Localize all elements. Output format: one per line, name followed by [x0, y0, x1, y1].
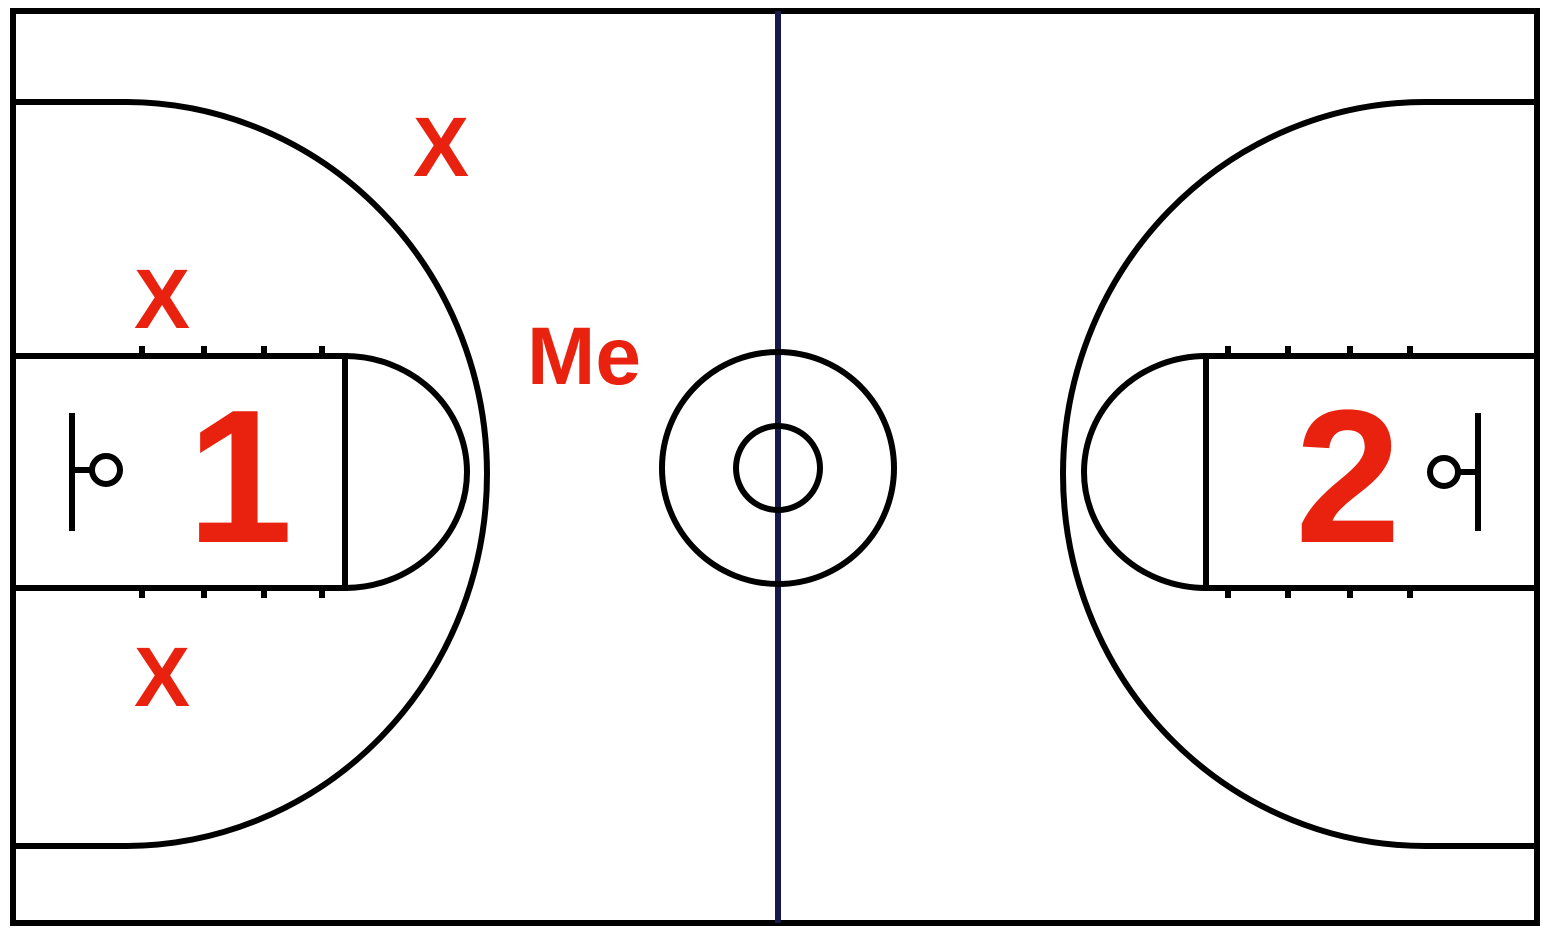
basket-2-label: 2	[1295, 371, 1401, 583]
basket-1-label: 1	[187, 371, 293, 583]
right-three-point-arc	[1060, 99, 1537, 849]
center-circle-outer	[659, 349, 897, 587]
left-three-point-arc	[13, 99, 490, 849]
right-lane-ticks	[1225, 346, 1413, 598]
marker-x-left-upper: X	[134, 252, 190, 346]
right-free-throw-lane	[1203, 353, 1537, 591]
marker-x-left-lower: X	[134, 630, 190, 724]
left-lane-ticks	[139, 346, 325, 598]
left-free-throw-semicircle	[344, 353, 470, 591]
player-me-label: Me	[527, 311, 641, 402]
left-free-throw-lane	[13, 353, 348, 591]
left-rim	[89, 453, 123, 487]
center-circle-inner	[733, 423, 823, 513]
right-free-throw-semicircle	[1081, 353, 1207, 591]
right-rim	[1427, 455, 1461, 489]
marker-x-top: X	[413, 100, 469, 194]
